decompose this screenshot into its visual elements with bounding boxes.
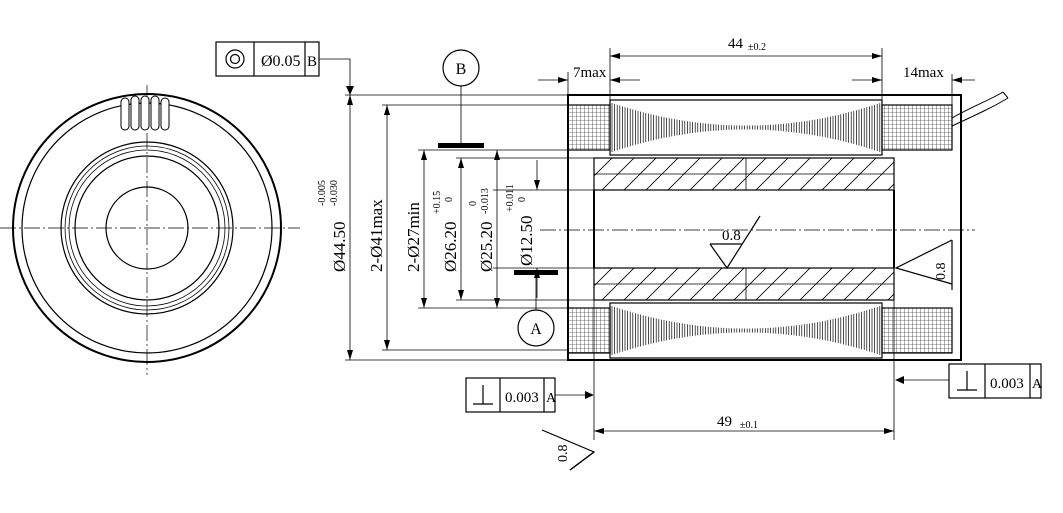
coil-end-left-bottom	[567, 307, 611, 354]
roughness-right-face: 0.8	[894, 239, 953, 290]
section-view	[540, 91, 1009, 361]
fcf-perp-left-tol: 0.003	[505, 390, 539, 406]
dim-coil-14: 14max	[852, 65, 975, 105]
svg-text:2-Ø27min: 2-Ø27min	[404, 202, 423, 272]
datum-a-label: A	[530, 321, 542, 338]
lamination-top	[609, 99, 883, 156]
svg-text:-0.030: -0.030	[329, 180, 340, 206]
svg-text:44: 44	[728, 36, 744, 52]
svg-text:+0.15: +0.15	[432, 191, 443, 214]
datum-b: B	[438, 49, 484, 148]
svg-text:0: 0	[468, 201, 479, 206]
svg-text:14max: 14max	[903, 65, 944, 81]
fcf-concentricity-datum: B	[307, 54, 317, 70]
roughness-bore: 0.8	[709, 215, 761, 270]
lead-wire-right	[951, 91, 1009, 127]
svg-text:±0.1: ±0.1	[740, 420, 758, 431]
end-view	[0, 85, 300, 375]
svg-text:0.8: 0.8	[722, 228, 741, 244]
svg-text:-0.005: -0.005	[317, 180, 328, 206]
coil-end-left-top	[567, 104, 611, 151]
svg-text:-0.013: -0.013	[480, 188, 491, 214]
dim-diameters: Ø44.50 -0.005 -0.030 2-Ø41max 2-Ø27min Ø…	[317, 94, 594, 361]
end-view-lead-wires	[120, 95, 170, 131]
svg-text:±0.2: ±0.2	[748, 42, 766, 53]
roughness-left-face: 0.8	[541, 429, 596, 471]
end-view-ring-1	[64, 145, 230, 311]
end-view-bore-circle	[105, 186, 189, 270]
end-view-stator-circle	[60, 141, 234, 315]
svg-text:0: 0	[517, 197, 528, 202]
lamination-bottom	[609, 302, 883, 359]
dim-length-44: 44 ±0.2	[609, 36, 883, 100]
svg-text:Ø25.20: Ø25.20	[477, 221, 496, 272]
end-view-ring-3	[74, 155, 220, 301]
housing-outline	[567, 94, 962, 361]
datum-b-label: B	[456, 61, 467, 78]
svg-text:7max: 7max	[573, 65, 607, 81]
fcf-perp-right: 0.003 A	[895, 363, 1043, 399]
dim-length-49: 49 ±0.1	[593, 300, 895, 440]
svg-text:+0.011: +0.011	[505, 184, 516, 212]
svg-text:0.8: 0.8	[934, 263, 949, 281]
svg-text:2-Ø41max: 2-Ø41max	[367, 199, 386, 272]
dim-coil-7: 7max	[538, 65, 640, 95]
end-view-ring-2	[68, 149, 226, 307]
fcf-perp-right-datum: A	[1032, 377, 1043, 392]
fcf-concentricity: Ø0.05 B	[215, 41, 354, 95]
svg-text:Ø44.50: Ø44.50	[330, 221, 349, 272]
svg-text:49: 49	[717, 414, 732, 430]
svg-text:0: 0	[444, 197, 455, 202]
lamination-bottom-lines	[611, 306, 881, 355]
fcf-perp-left-datum: A	[546, 391, 557, 406]
svg-text:Ø12.50: Ø12.50	[517, 215, 536, 266]
fcf-concentricity-tol: Ø0.05	[261, 53, 301, 70]
fcf-perp-left: 0.003 A	[465, 377, 594, 413]
coil-end-right-bottom	[881, 307, 953, 354]
svg-text:Ø26.20: Ø26.20	[441, 221, 460, 272]
lamination-top-lines	[611, 103, 881, 152]
coil-end-right-top	[881, 104, 953, 151]
fcf-perp-right-tol: 0.003	[990, 376, 1024, 392]
svg-text:0.8: 0.8	[556, 445, 571, 463]
end-view-outer-circle	[12, 93, 282, 363]
